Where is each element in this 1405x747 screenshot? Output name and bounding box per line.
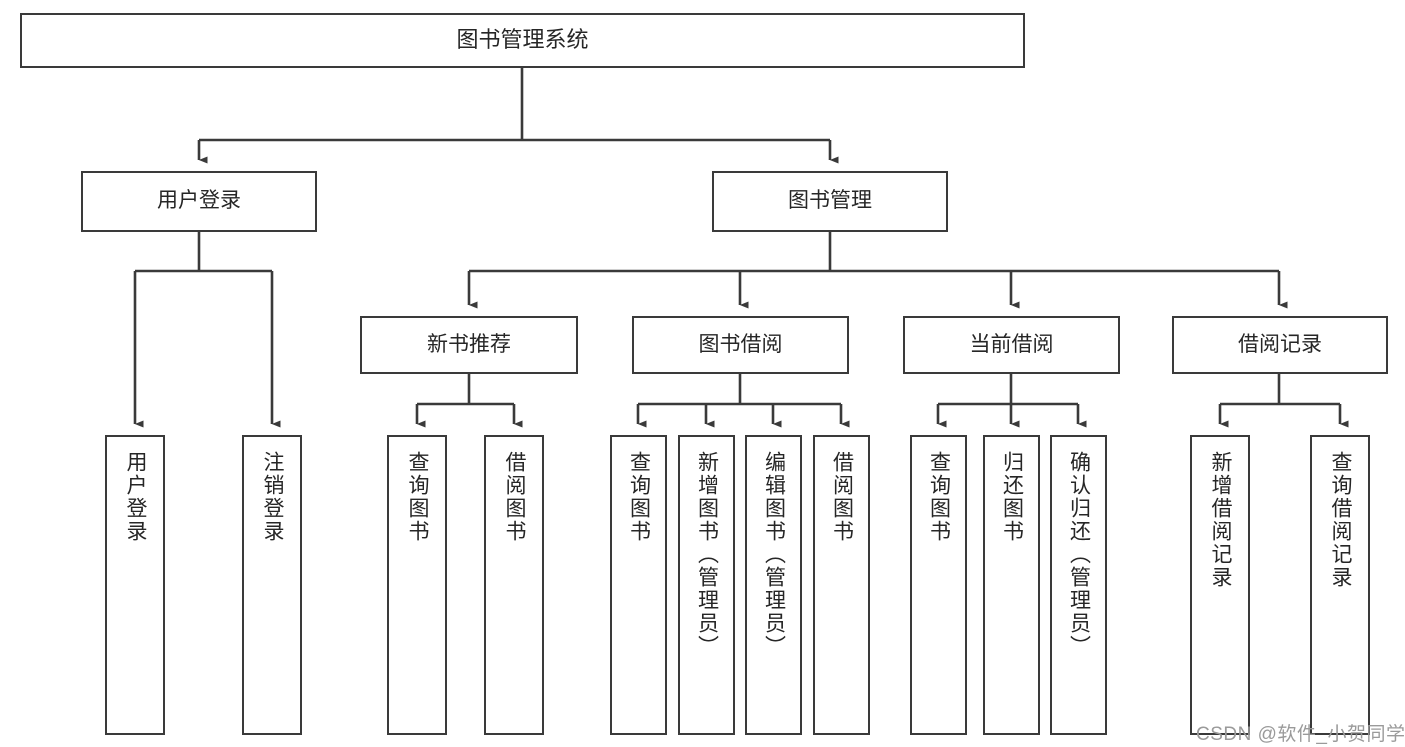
node-leaf-query-book-borrow[interactable]: 查询图书 (610, 435, 667, 735)
node-leaf-borrow-book-rec-label: 借阅图书 (503, 451, 527, 543)
node-leaf-query-book-current[interactable]: 查询图书 (910, 435, 967, 735)
node-leaf-query-book-rec[interactable]: 查询图书 (387, 435, 447, 735)
node-leaf-query-record-label: 查询借阅记录 (1329, 451, 1353, 589)
node-book-manage-label: 图书管理 (788, 189, 872, 213)
node-leaf-borrow-book-label: 借阅图书 (830, 451, 854, 543)
node-leaf-user-logout-label: 注销登录 (261, 451, 285, 543)
node-new-book-rec-label: 新书推荐 (427, 332, 511, 356)
node-borrow-record-label: 借阅记录 (1238, 332, 1322, 356)
node-book-borrow-label: 图书借阅 (698, 332, 783, 356)
node-new-book-rec[interactable]: 新书推荐 (360, 316, 578, 374)
watermark: CSDN @软件_小贺同学 (1196, 724, 1405, 745)
node-leaf-query-record[interactable]: 查询借阅记录 (1310, 435, 1370, 735)
node-leaf-user-login-label: 用户登录 (124, 451, 148, 543)
node-user-login[interactable]: 用户登录 (81, 171, 317, 232)
node-root-label: 图书管理系统 (456, 27, 589, 53)
node-leaf-return-book[interactable]: 归还图书 (983, 435, 1040, 735)
node-leaf-add-book[interactable]: 新增图书（管理员） (678, 435, 735, 735)
node-leaf-query-book-borrow-label: 查询图书 (627, 451, 651, 543)
node-leaf-add-record-label: 新增借阅记录 (1209, 451, 1233, 589)
node-leaf-query-book-rec-label: 查询图书 (406, 451, 430, 543)
node-leaf-query-book-current-label: 查询图书 (927, 451, 951, 543)
node-leaf-add-record[interactable]: 新增借阅记录 (1190, 435, 1250, 735)
node-leaf-borrow-book[interactable]: 借阅图书 (813, 435, 870, 735)
node-leaf-confirm-return-label: 确认归还（管理员） (1067, 451, 1091, 658)
node-current-borrow[interactable]: 当前借阅 (903, 316, 1120, 374)
node-leaf-user-logout[interactable]: 注销登录 (242, 435, 302, 735)
node-book-manage[interactable]: 图书管理 (712, 171, 948, 232)
node-root[interactable]: 图书管理系统 (20, 13, 1025, 68)
node-user-login-label: 用户登录 (157, 189, 241, 213)
node-leaf-user-login[interactable]: 用户登录 (105, 435, 165, 735)
node-leaf-confirm-return[interactable]: 确认归还（管理员） (1050, 435, 1107, 735)
node-leaf-edit-book[interactable]: 编辑图书（管理员） (745, 435, 802, 735)
node-book-borrow[interactable]: 图书借阅 (632, 316, 849, 374)
node-leaf-borrow-book-rec[interactable]: 借阅图书 (484, 435, 544, 735)
node-borrow-record[interactable]: 借阅记录 (1172, 316, 1388, 374)
node-leaf-add-book-label: 新增图书（管理员） (695, 451, 719, 658)
node-current-borrow-label: 当前借阅 (969, 332, 1054, 356)
node-leaf-return-book-label: 归还图书 (1000, 451, 1024, 543)
node-leaf-edit-book-label: 编辑图书（管理员） (762, 451, 786, 658)
